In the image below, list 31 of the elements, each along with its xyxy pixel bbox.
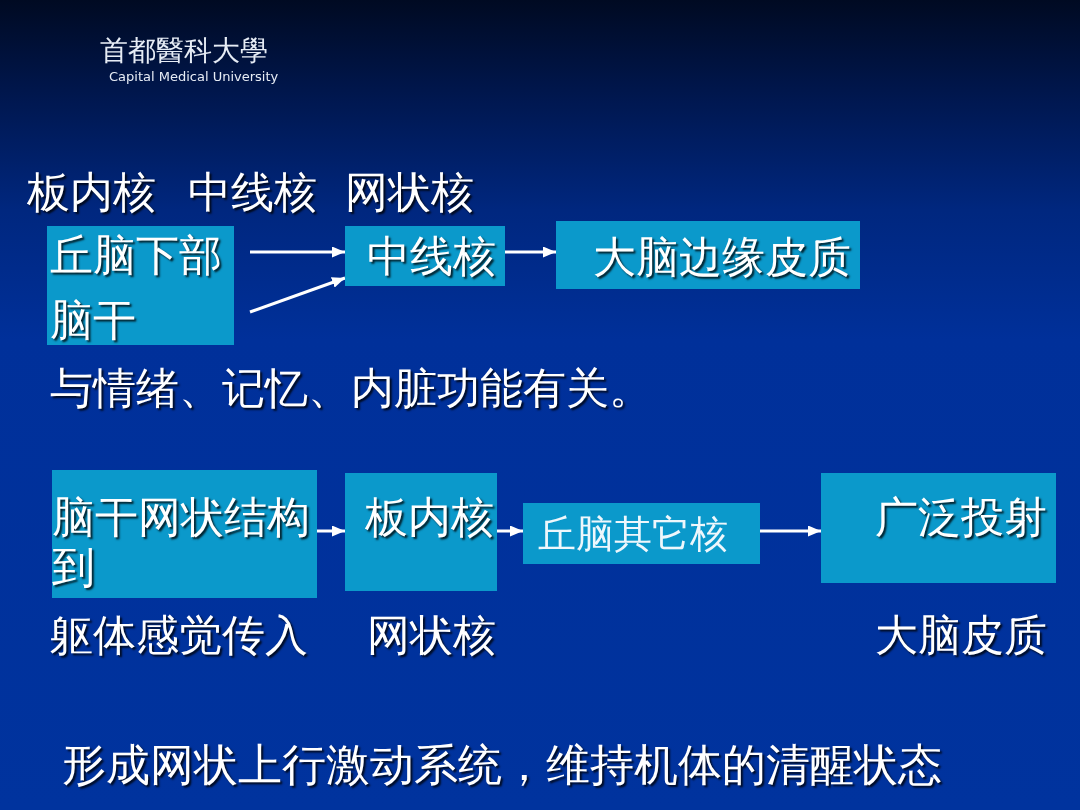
process-box	[821, 473, 1056, 583]
arrow	[317, 525, 345, 537]
box-label: 大脑边缘皮质	[593, 232, 852, 282]
arrow	[760, 525, 821, 537]
note-text: 与情绪、记忆、内脏功能有关。	[50, 363, 652, 413]
box-label: 中线核	[367, 231, 497, 281]
arrow	[249, 276, 346, 314]
box-label: 板内核	[365, 492, 495, 542]
conclusion-text: 形成网状上行激动系统，维持机体的清醒状态	[62, 740, 942, 790]
caption-text: 躯体感觉传入	[50, 610, 308, 660]
box-label: 丘脑下部	[50, 230, 222, 280]
process-box	[556, 221, 860, 289]
process-box	[345, 473, 497, 591]
box-label: 脑干网状结构到	[52, 492, 311, 592]
process-box	[52, 470, 317, 598]
process-box	[523, 503, 760, 564]
university-name: Capital Medical University	[109, 69, 279, 85]
term-label: 中线核	[188, 167, 317, 217]
arrow	[250, 246, 345, 258]
box-label: 脑干	[50, 295, 136, 345]
university-name: 首都醫科大學	[100, 34, 268, 68]
arrow	[505, 246, 556, 258]
process-box	[47, 226, 234, 345]
process-box	[345, 226, 505, 286]
arrow	[497, 525, 523, 537]
caption-text: 大脑皮质	[875, 610, 1047, 660]
box-label: 广泛投射	[875, 492, 1048, 542]
box-label: 丘脑其它核	[538, 511, 729, 558]
term-label: 板内核	[27, 167, 156, 217]
caption-text: 网状核	[367, 610, 496, 660]
term-label: 网状核	[345, 167, 474, 217]
